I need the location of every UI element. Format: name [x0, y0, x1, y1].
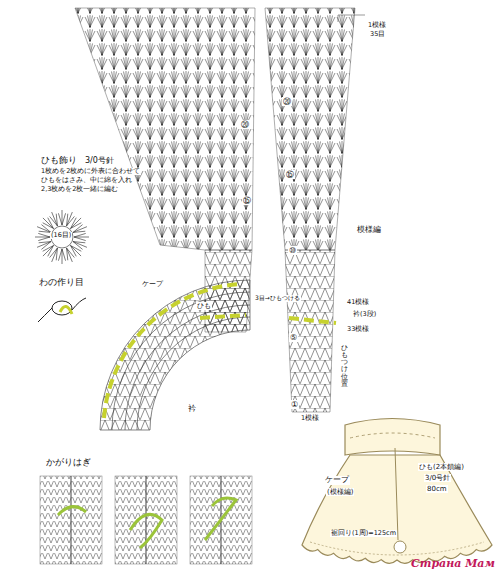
- watermark: Страна Мам: [410, 558, 496, 571]
- ring-start: [38, 298, 86, 322]
- note: 1枚めを2枚めに外表に合わせて: [40, 168, 141, 175]
- note: 2,3枚めを2枚一緒に編む: [40, 186, 119, 193]
- row-number: ⑳: [282, 97, 292, 106]
- technique-name: わの作り目: [38, 277, 85, 287]
- row-number: ⑩: [288, 246, 297, 255]
- stitch-lattice: [285, 250, 335, 412]
- hook-size: 3/0号針: [84, 156, 115, 165]
- repeat-count: 33模様: [346, 326, 370, 333]
- dimension: 裾回り(1周)=125cm: [330, 530, 397, 537]
- stitch-name: (模様編): [326, 488, 354, 496]
- dimension: 80cm: [426, 485, 448, 493]
- part-name: ひも: [196, 302, 212, 310]
- title-note: ひも飾り: [40, 155, 78, 165]
- tie-cord: [395, 448, 398, 540]
- row-number: ⑮: [285, 170, 295, 179]
- pompom: [394, 541, 406, 553]
- marker-line: [104, 284, 240, 418]
- part-name: ケープ: [324, 476, 350, 485]
- flower-chart: [35, 210, 89, 264]
- hook-size: 3/0号針: [424, 474, 451, 482]
- stitch-count: (16目): [50, 232, 72, 239]
- note: ひもをはさみ、中に綿を入れ: [40, 177, 133, 184]
- part-name: 衿(3段): [352, 311, 377, 318]
- repeat-count: 1模様: [300, 415, 320, 422]
- part-name: ケープ: [141, 280, 164, 288]
- stitch-fan: [75, 8, 255, 250]
- marker-line: [289, 318, 336, 323]
- row-number: ⑮: [242, 196, 252, 205]
- repeat-count: 1模様: [367, 22, 387, 29]
- row-number: ⑳: [240, 120, 250, 129]
- note: 3目→ひもつける: [254, 295, 301, 302]
- stitch-name: 模様編: [356, 226, 382, 235]
- part-name: ひも(2本鎖編): [418, 463, 465, 471]
- whip-stitch-panels: [40, 476, 252, 564]
- note: ひもつけ位置: [340, 345, 349, 388]
- row-number: ①: [290, 400, 299, 409]
- collar-arc: [100, 280, 250, 430]
- stitch-count: 35目: [369, 31, 386, 38]
- repeat-count: 41模様: [346, 299, 370, 306]
- technique-name: かがりはぎ: [45, 457, 92, 467]
- part-name: 衿: [187, 404, 197, 413]
- collar-outline: [345, 419, 440, 456]
- row-number: ⑤: [289, 333, 298, 342]
- stitch-fan: [265, 8, 355, 250]
